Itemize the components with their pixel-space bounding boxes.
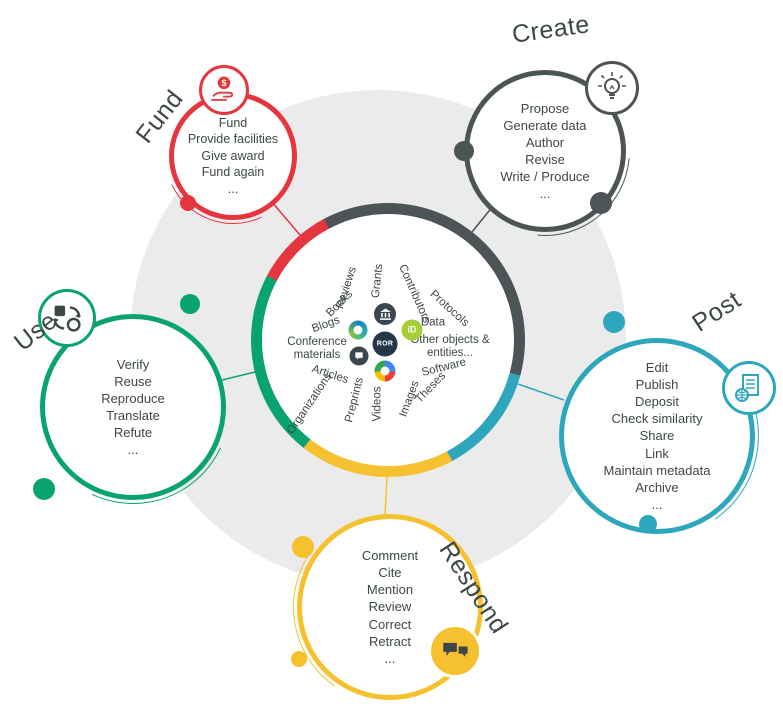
orcid-logo: iD [401, 319, 423, 341]
institution-logo [374, 303, 396, 325]
swirl-logo [348, 320, 368, 340]
list-item: Link [645, 445, 669, 461]
list-item: ... [227, 181, 239, 196]
list-item: Write / Produce [500, 169, 590, 185]
list-item: Correct [368, 616, 412, 632]
reuse-cycle-icon [53, 305, 81, 332]
respond-dot [291, 651, 307, 667]
list-item: ... [127, 442, 139, 458]
list-item: Maintain metadata [603, 462, 711, 478]
post-dot [603, 311, 625, 333]
list-item: ... [384, 650, 396, 666]
create-items: Propose Generate data Author Revise Writ… [500, 100, 589, 203]
list-item: ... [651, 497, 663, 513]
list-item: Comment [361, 547, 419, 563]
document-globe-icon [735, 374, 759, 402]
post-dot [639, 515, 657, 533]
use-badge [38, 289, 96, 347]
list-item: Cite [378, 565, 402, 581]
fund-badge: $ [199, 65, 249, 115]
create-dot [590, 192, 612, 214]
respond-circle: Comment Cite Mention Review Correct Retr… [297, 514, 483, 700]
hub-label-conference-materials: Conference materials [287, 336, 347, 361]
list-item: Reuse [114, 373, 152, 389]
fund-dot [180, 195, 196, 211]
list-item: Review [368, 599, 412, 615]
list-item: Translate [106, 408, 160, 423]
post-items: Edit Publish Deposit Check similarity Sh… [604, 359, 711, 513]
list-item: Generate data [503, 117, 587, 133]
list-item: Provide facilities [187, 132, 279, 147]
chat-logo [349, 346, 369, 366]
swirl-logo-center [353, 325, 363, 335]
list-item: Revise [525, 152, 565, 167]
lightbulb-icon [598, 72, 626, 99]
use-items: Verify Reuse Reproduce Translate Refute … [101, 356, 165, 459]
respond-badge [428, 624, 482, 678]
list-item: Share [639, 428, 675, 444]
post-badge [722, 361, 776, 415]
list-item: Reproduce [101, 390, 165, 406]
use-dot [33, 478, 55, 500]
svg-text:$: $ [221, 78, 226, 88]
respond-items: Comment Cite Mention Review Correct Retr… [362, 547, 418, 667]
fund-items: Fund Provide facilities Give award Fund … [188, 115, 278, 198]
link-respond [384, 476, 388, 515]
hub-label-videos: Videos [371, 386, 384, 422]
bank-icon [379, 308, 391, 320]
create-circle: Propose Generate data Author Revise Writ… [464, 70, 626, 232]
list-item: Fund again [201, 165, 265, 180]
create-dot [454, 141, 474, 161]
link-post [517, 383, 565, 401]
hub-label-other-objects: Other objects & entities... [410, 334, 490, 359]
list-item: Archive [635, 479, 679, 495]
list-item: Retract [369, 633, 411, 649]
speech-bubble-icon [355, 352, 363, 360]
list-item: Check similarity [611, 411, 703, 427]
orcid-logo-text: iD [407, 324, 417, 335]
use-dot [180, 294, 200, 314]
list-item: Mention [366, 582, 414, 598]
list-item: ... [539, 186, 551, 202]
list-item: Deposit [634, 394, 680, 410]
list-item: Edit [645, 359, 669, 375]
ror-logo-text: ROR [376, 340, 394, 348]
list-item: Publish [635, 376, 679, 392]
pie-logo-center [380, 366, 390, 376]
create-badge [585, 61, 639, 115]
fund-hand-coin-icon: $ [211, 76, 234, 101]
list-item: Give award [201, 148, 265, 163]
list-item: Verify [116, 356, 150, 372]
list-item: Propose [520, 100, 570, 116]
speech-bubbles-icon [443, 642, 468, 657]
list-item: Author [525, 134, 565, 150]
list-item: Refute [113, 425, 153, 441]
list-item: Fund [218, 115, 248, 130]
respond-dot [292, 536, 314, 558]
post-circle: Edit Publish Deposit Check similarity Sh… [559, 338, 755, 534]
pie-logo [374, 360, 396, 382]
hub-label-data: Data [420, 316, 446, 329]
ror-logo: ROR [372, 331, 398, 357]
